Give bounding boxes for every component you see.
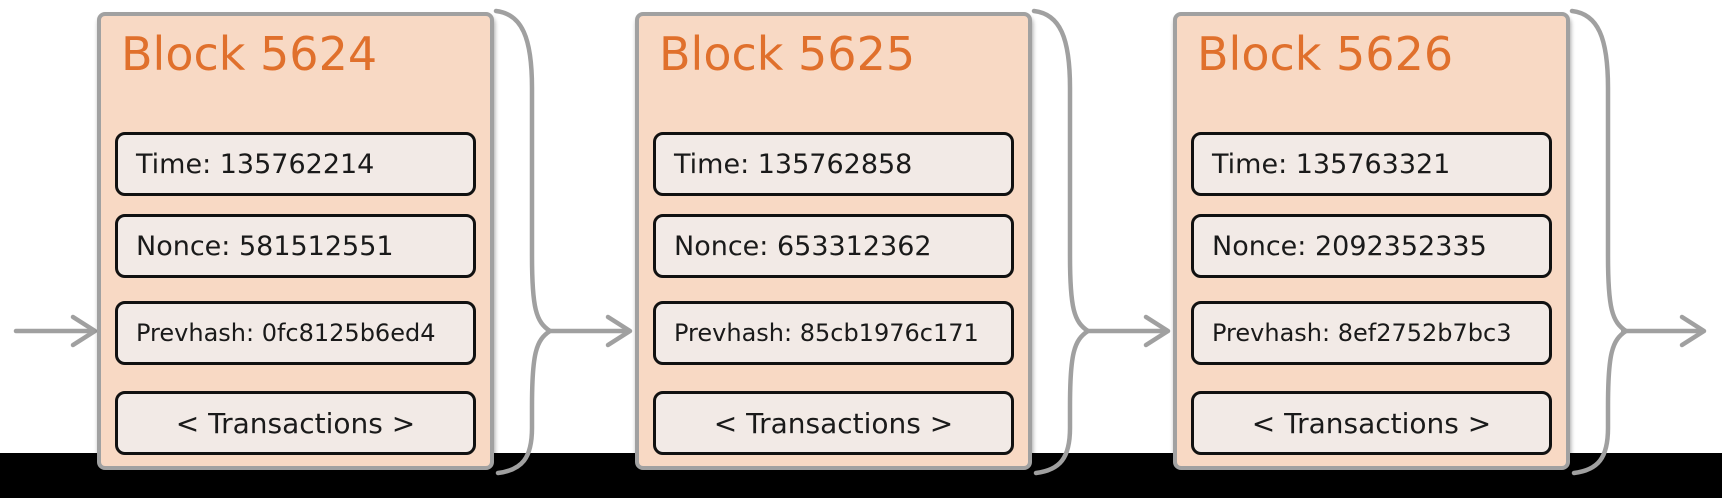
transactions-field: < Transactions > bbox=[115, 391, 476, 455]
block-5626-card: Block 5626 Time: 135763321 Nonce: 209235… bbox=[1173, 12, 1570, 470]
block-title: Block 5626 bbox=[1197, 27, 1454, 81]
transactions-field: < Transactions > bbox=[1191, 391, 1552, 455]
block-title: Block 5624 bbox=[121, 27, 378, 81]
arrow-right-icon bbox=[1085, 314, 1171, 348]
time-field: Time: 135762858 bbox=[653, 132, 1014, 196]
block-title: Block 5625 bbox=[659, 27, 916, 81]
block-5625-card: Block 5625 Time: 135762858 Nonce: 653312… bbox=[635, 12, 1032, 470]
time-field: Time: 135763321 bbox=[1191, 132, 1552, 196]
prevhash-field: Prevhash: 0fc8125b6ed4 bbox=[115, 301, 476, 365]
curly-brace-icon bbox=[1569, 8, 1629, 476]
arrow-right-icon bbox=[547, 314, 633, 348]
transactions-field: < Transactions > bbox=[653, 391, 1014, 455]
block-5624-card: Block 5624 Time: 135762214 Nonce: 581512… bbox=[97, 12, 494, 470]
nonce-field: Nonce: 653312362 bbox=[653, 214, 1014, 278]
nonce-field: Nonce: 2092352335 bbox=[1191, 214, 1552, 278]
outgoing-arrow-right-icon bbox=[1621, 314, 1707, 348]
prevhash-field: Prevhash: 85cb1976c171 bbox=[653, 301, 1014, 365]
curly-brace-icon bbox=[493, 8, 553, 476]
incoming-arrow-right-icon bbox=[13, 314, 98, 348]
prevhash-field: Prevhash: 8ef2752b7bc3 bbox=[1191, 301, 1552, 365]
nonce-field: Nonce: 581512551 bbox=[115, 214, 476, 278]
time-field: Time: 135762214 bbox=[115, 132, 476, 196]
curly-brace-icon bbox=[1031, 8, 1091, 476]
